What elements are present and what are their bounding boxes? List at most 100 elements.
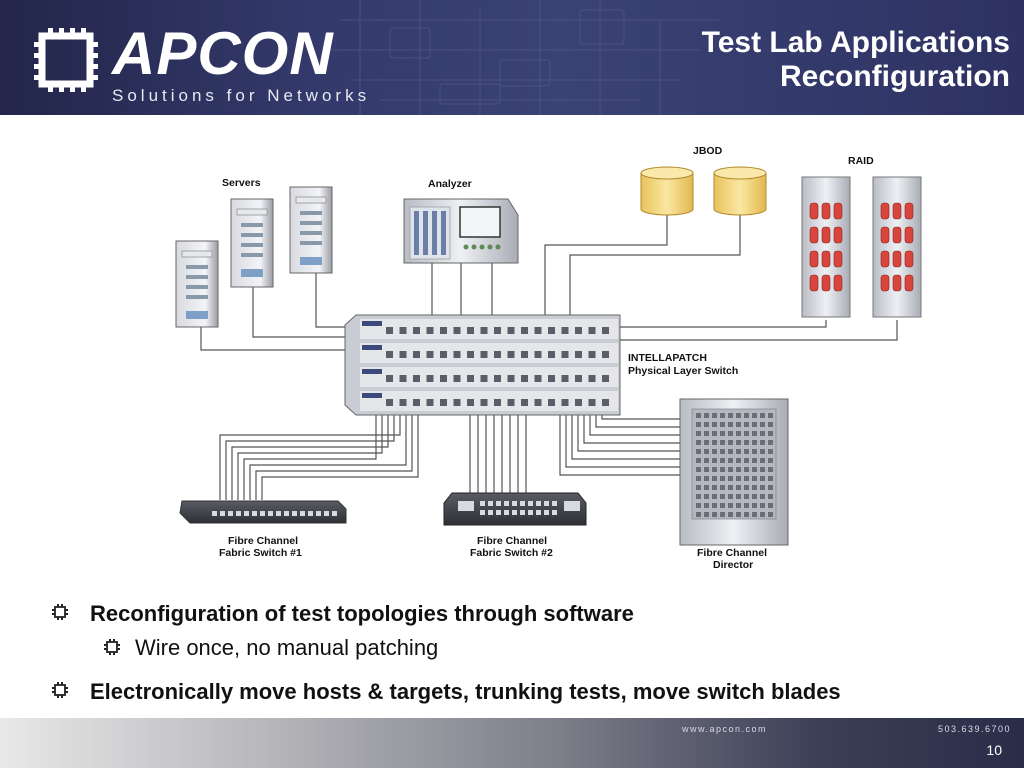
apcon-chip-icon [34, 28, 98, 92]
switch-port [426, 351, 434, 358]
director-port [736, 440, 741, 445]
fc2-port [536, 510, 541, 515]
director-port [728, 422, 733, 427]
cable-lines [200, 215, 898, 500]
director-port [736, 458, 741, 463]
fc1-port [284, 511, 289, 516]
director-port [712, 467, 717, 472]
director-port [752, 449, 757, 454]
fc-switch2-label-line2: Fabric Switch #2 [470, 547, 553, 559]
switch-port [561, 327, 569, 334]
switch-port [426, 375, 434, 382]
switch-port [440, 375, 447, 382]
fc1-port [228, 511, 233, 516]
raid-array-icon [801, 176, 851, 318]
jbod-disk-icon [713, 166, 767, 216]
switch-port [399, 399, 407, 406]
director-port [768, 458, 773, 463]
director-port [696, 413, 701, 418]
switch-port [507, 351, 515, 358]
director-port [720, 485, 725, 490]
director-port [720, 512, 725, 517]
slide-title-line1: Test Lab Applications [701, 26, 1010, 59]
server-tower-icon [230, 198, 274, 288]
analyzer-icon [403, 198, 519, 264]
director-port [696, 503, 701, 508]
switch-port [575, 375, 582, 382]
director-port [752, 422, 757, 427]
director-port [728, 449, 733, 454]
fc2-port [504, 501, 509, 506]
switch-port [507, 375, 515, 382]
director-port [736, 476, 741, 481]
switch-label-line2: Physical Layer Switch [628, 365, 738, 377]
fc2-port [544, 501, 549, 506]
director-port [760, 476, 765, 481]
director-port [768, 413, 773, 418]
director-port [736, 431, 741, 436]
switch-port [602, 351, 609, 358]
fc-switch2-label-line1: Fibre Channel [477, 535, 547, 547]
director-port [704, 494, 709, 499]
switch-port [534, 375, 542, 382]
director-port [744, 467, 749, 472]
bullet-item: Electronically move hosts & targets, tru… [90, 679, 841, 704]
director-port [760, 440, 765, 445]
director-port [712, 494, 717, 499]
director-port [720, 503, 725, 508]
switch-port [413, 327, 420, 334]
switch-port [386, 351, 393, 358]
switch-logo-mark [362, 321, 382, 326]
director-port [720, 413, 725, 418]
director-port [768, 467, 773, 472]
fc1-port [324, 511, 329, 516]
director-port [768, 485, 773, 490]
fc-switch1-label-line2: Fabric Switch #1 [219, 547, 302, 559]
director-port [712, 458, 717, 463]
switch-port [386, 375, 393, 382]
director-port [760, 449, 765, 454]
switch-port [453, 351, 461, 358]
switch-port [575, 327, 582, 334]
director-port [720, 440, 725, 445]
fc1-port [244, 511, 249, 516]
fc2-port [552, 510, 557, 515]
switch-port [386, 399, 393, 406]
director-port [744, 449, 749, 454]
switch-port [494, 375, 501, 382]
director-port [696, 494, 701, 499]
director-port [712, 476, 717, 481]
fc-fabric-switch-2-icon [443, 492, 587, 526]
bullet-item: Wire once, no manual patching [135, 635, 439, 660]
fc2-port [520, 510, 525, 515]
bullet-item: Reconfiguration of test topologies throu… [90, 601, 634, 626]
switch-port [480, 399, 488, 406]
director-port [744, 431, 749, 436]
director-port [736, 512, 741, 517]
fc1-port [308, 511, 313, 516]
footer-phone: 503.639.6700 [938, 724, 1012, 734]
server-tower-icon [175, 240, 219, 328]
director-port [744, 422, 749, 427]
director-port [696, 485, 701, 490]
director-port [712, 413, 717, 418]
fc2-port [512, 501, 517, 506]
director-port [752, 440, 757, 445]
director-port [696, 512, 701, 517]
director-port [760, 422, 765, 427]
director-port [712, 503, 717, 508]
director-port [768, 431, 773, 436]
fc-director-label-line2: Director [713, 559, 753, 571]
fc1-port [236, 511, 241, 516]
director-port [752, 476, 757, 481]
switch-port [548, 351, 555, 358]
director-port [760, 485, 765, 490]
director-port [752, 413, 757, 418]
director-port [712, 485, 717, 490]
director-port [704, 503, 709, 508]
director-port [736, 449, 741, 454]
switch-port [507, 327, 515, 334]
director-port [696, 458, 701, 463]
director-port [720, 476, 725, 481]
fc2-port [496, 510, 501, 515]
